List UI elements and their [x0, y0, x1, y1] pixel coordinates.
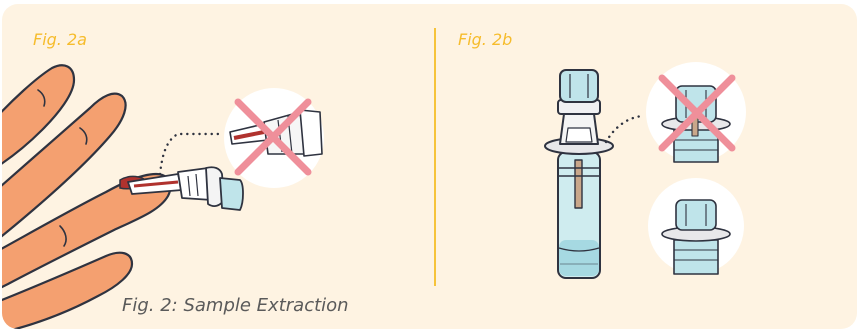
hand-illustration — [2, 64, 172, 329]
finger-lower — [2, 251, 134, 329]
zoom-wrong-technique — [224, 88, 324, 188]
sample-tube — [544, 69, 614, 279]
finger-back-1 — [2, 64, 76, 165]
wrong-x-icon — [234, 98, 312, 176]
illustration-canvas — [2, 62, 746, 329]
capillary-device — [127, 166, 244, 211]
zoom-wrong-insertion — [646, 62, 746, 163]
finger-back-2 — [2, 92, 127, 238]
figure-caption: Fig. 2: Sample Extraction — [122, 295, 349, 316]
pointer-dots-b — [604, 114, 644, 144]
pointer-dots-a — [158, 132, 222, 176]
panel-divider — [434, 28, 436, 286]
figure-panel: Fig. 2a Fig. 2b Fig. 2: Sample Extractio… — [2, 4, 857, 329]
fig-2a-label: Fig. 2a — [33, 30, 87, 49]
zoom-correct-insertion — [648, 178, 744, 275]
fig-2b-label: Fig. 2b — [458, 30, 513, 49]
wrong-x-icon-b — [658, 74, 736, 152]
